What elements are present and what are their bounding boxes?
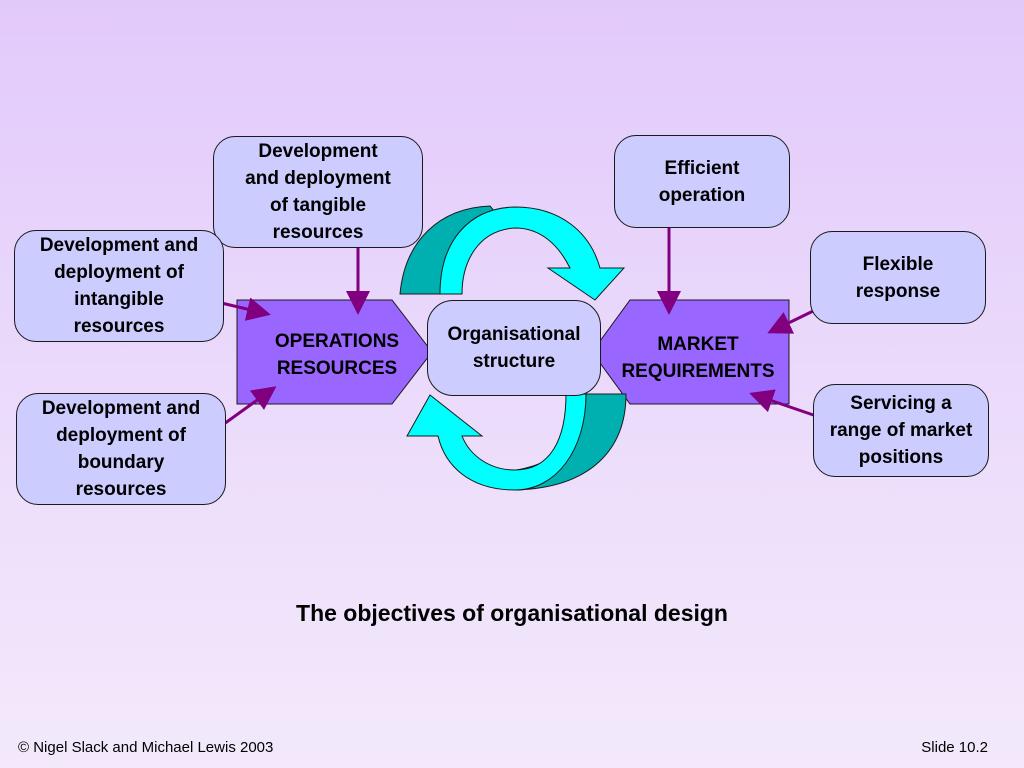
operations-resources-label: OPERATIONS RESOURCES [274,331,400,379]
intangible-resources-box: Development and deployment of intangible… [14,230,224,342]
market-requirements-label: MARKET REQUIREMENTS [621,334,775,382]
tangible-resources-box: Development and deployment of tangible r… [213,136,423,248]
efficient-operation-box: Efficient operation [614,135,790,228]
boundary-resources-box: Development and deployment of boundary r… [16,393,226,505]
flexible-response-box: Flexible response [810,231,986,324]
copyright-footer: © Nigel Slack and Michael Lewis 2003 [18,739,274,756]
cycle-arrow-bottom [406,393,587,491]
servicing-market-box: Servicing a range of market positions [813,384,989,477]
diagram-caption: The objectives of organisational design [296,600,728,626]
slide-number: Slide 10.2 [921,739,988,756]
organisational-structure-box: Organisational structure [427,300,601,396]
cycle-arrow-top [439,206,626,301]
